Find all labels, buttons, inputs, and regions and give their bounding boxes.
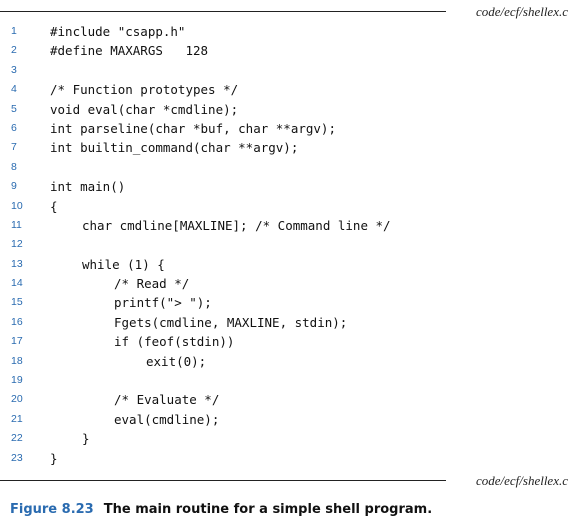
code-line: 23} — [0, 449, 584, 468]
code-line: 8 — [0, 158, 584, 177]
file-label-bottom: code/ecf/shellex.c — [475, 473, 568, 488]
code-text: eval(cmdline); — [114, 411, 220, 427]
line-number: 8 — [11, 160, 17, 173]
code-line: 12 — [0, 235, 584, 254]
header-rule — [0, 11, 446, 12]
code-line: 11 char cmdline[MAXLINE]; /* Command line… — [0, 216, 584, 235]
line-number: 23 — [11, 451, 23, 464]
line-number: 1 — [11, 25, 17, 37]
code-text: int parseline(char *buf, char **argv); — [50, 120, 336, 136]
code-line: 18 exit(0); — [0, 352, 584, 371]
code-text: while (1) { — [82, 256, 165, 272]
code-text: /* Function prototypes */ — [50, 82, 239, 98]
code-line: 22} — [0, 429, 584, 448]
listing-footer: code/ecf/shellex.c — [0, 471, 584, 491]
code-line: 15 printf("> "); — [0, 293, 584, 312]
code-text: if (feof(stdin)) — [114, 334, 235, 350]
line-number: 10 — [11, 199, 23, 212]
code-line: 17 if (feof(stdin)) — [0, 332, 584, 351]
line-number: 15 — [11, 296, 23, 309]
line-number: 2 — [11, 44, 17, 57]
code-line: 13 while (1) { — [0, 255, 584, 274]
line-number: 6 — [11, 121, 17, 134]
line-number: 18 — [11, 354, 23, 367]
code-line: 16 Fgets(cmdline, MAXLINE, stdin); — [0, 313, 584, 332]
line-number: 20 — [11, 393, 23, 406]
line-number: 22 — [11, 432, 23, 445]
code-line: 6 int parseline(char *buf, char **argv); — [0, 119, 584, 138]
line-number: 11 — [11, 218, 22, 231]
figure-caption-text: The main routine for a simple shell prog… — [103, 502, 433, 517]
code-text: /* Evaluate */ — [114, 392, 220, 408]
code-text: { — [50, 198, 58, 214]
code-line: 20 /* Evaluate */ — [0, 390, 584, 409]
line-number: 5 — [11, 102, 17, 115]
line-number: 13 — [11, 257, 23, 270]
code-line: 5 void eval(char *cmdline); — [0, 100, 584, 119]
code-text: char cmdline[MAXLINE]; /* Command line *… — [82, 217, 391, 233]
code-listing: 1 #include "csapp.h" 2 #define MAXARGS 128 3… — [0, 22, 584, 468]
code-text: int main() — [50, 179, 126, 195]
line-number: 14 — [11, 277, 23, 290]
code-line: 7 int builtin_command(char **argv); — [0, 138, 584, 157]
line-number: 16 — [11, 315, 23, 328]
code-text: #include "csapp.h" — [50, 24, 186, 39]
code-text: printf("> "); — [114, 295, 212, 311]
file-label-top: code/ecf/shellex.c — [475, 4, 568, 19]
code-line: 4 /* Function prototypes */ — [0, 80, 584, 99]
code-line: 19 — [0, 371, 584, 390]
line-number: 17 — [11, 335, 23, 348]
code-line: 2 #define MAXARGS 128 — [0, 41, 584, 60]
code-text: void eval(char *cmdline); — [50, 101, 239, 117]
code-text: #define MAXARGS 128 — [50, 43, 209, 59]
code-text: exit(0); — [146, 353, 207, 369]
line-number: 19 — [11, 374, 23, 387]
code-text: Fgets(cmdline, MAXLINE, stdin); — [114, 314, 348, 330]
line-number: 3 — [11, 63, 17, 76]
line-number: 7 — [11, 141, 17, 154]
code-line: 10 { — [0, 197, 584, 216]
listing-header: code/ecf/shellex.c — [0, 2, 584, 22]
code-text: } — [82, 431, 90, 447]
footer-rule — [0, 480, 446, 481]
code-text: int builtin_command(char **argv); — [50, 140, 299, 156]
code-text: } — [50, 450, 58, 466]
line-number: 21 — [11, 412, 23, 425]
code-line: 14 /* Read */ — [0, 274, 584, 293]
code-line: 3 — [0, 61, 584, 80]
figure-number: Figure 8.23 — [10, 502, 94, 517]
line-number: 4 — [11, 83, 17, 96]
code-text: /* Read */ — [114, 276, 190, 292]
line-number: 9 — [11, 180, 17, 193]
code-line: 9 int main() — [0, 177, 584, 196]
line-number: 12 — [11, 238, 23, 251]
code-line: 21 eval(cmdline); — [0, 410, 584, 429]
figure-caption: Figure 8.23 The main routine for a simple… — [10, 500, 580, 520]
code-line: 1 #include "csapp.h" — [0, 22, 584, 41]
